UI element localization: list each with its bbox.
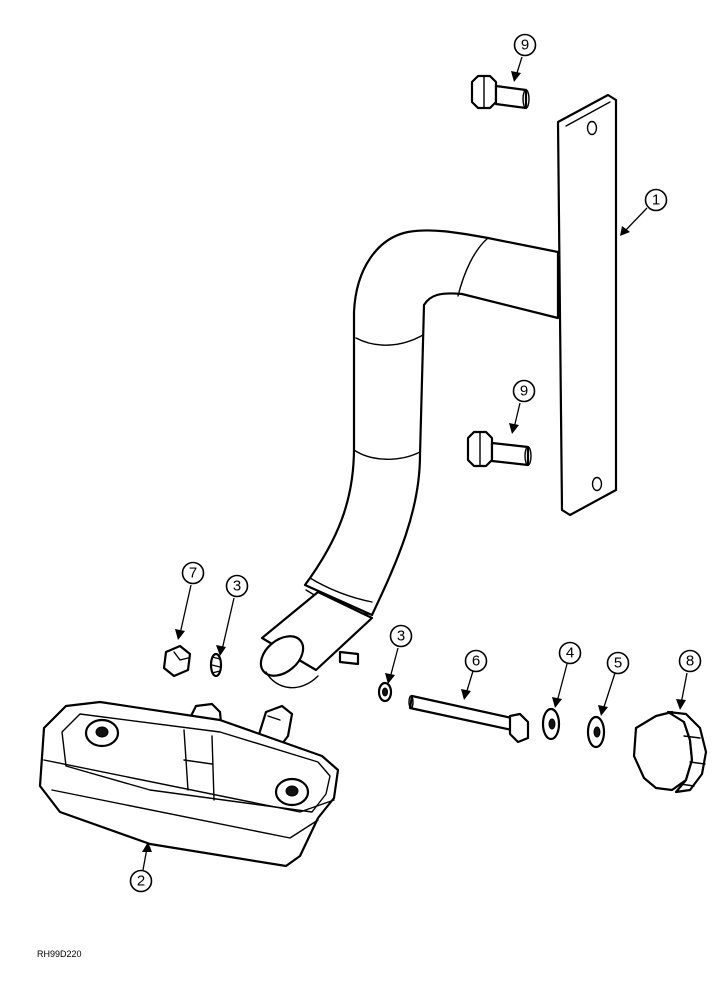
svg-text:8: 8 — [686, 653, 694, 670]
lock-washer-left — [209, 652, 223, 678]
callout-1: 1 — [644, 188, 668, 212]
callout-8: 8 — [678, 649, 702, 673]
long-bolt — [408, 694, 530, 744]
svg-text:2: 2 — [137, 873, 145, 890]
callout-3-right: 3 — [389, 624, 413, 648]
svg-text:3: 3 — [233, 578, 241, 595]
svg-text:9: 9 — [521, 37, 529, 54]
lock-washer-right — [377, 681, 393, 703]
bolt-lower — [466, 430, 532, 468]
mounting-plate — [556, 93, 618, 517]
star-knob — [632, 710, 708, 794]
svg-text:4: 4 — [566, 645, 574, 662]
svg-text:6: 6 — [472, 653, 480, 670]
svg-text:5: 5 — [614, 655, 622, 672]
svg-text:3: 3 — [397, 628, 405, 645]
callout-6: 6 — [464, 649, 488, 673]
callout-4: 4 — [558, 641, 582, 665]
callout-7: 7 — [181, 561, 205, 585]
reference-code: RH99D220 — [37, 949, 82, 959]
callout-3-left: 3 — [225, 574, 249, 598]
svg-text:7: 7 — [189, 565, 197, 582]
callout-9-top: 9 — [513, 33, 537, 57]
flat-washer-small — [586, 715, 606, 749]
nut — [162, 644, 192, 678]
base-housing — [38, 700, 340, 868]
callout-2: 2 — [129, 869, 153, 893]
flat-washer — [541, 707, 561, 741]
callout-5: 5 — [606, 651, 630, 675]
bolt-upper — [470, 74, 530, 110]
leader-lines — [142, 56, 688, 871]
callout-9-lower: 9 — [512, 379, 536, 403]
svg-text:9: 9 — [520, 383, 528, 400]
svg-text:1: 1 — [652, 192, 660, 209]
curved-tube — [259, 229, 560, 689]
